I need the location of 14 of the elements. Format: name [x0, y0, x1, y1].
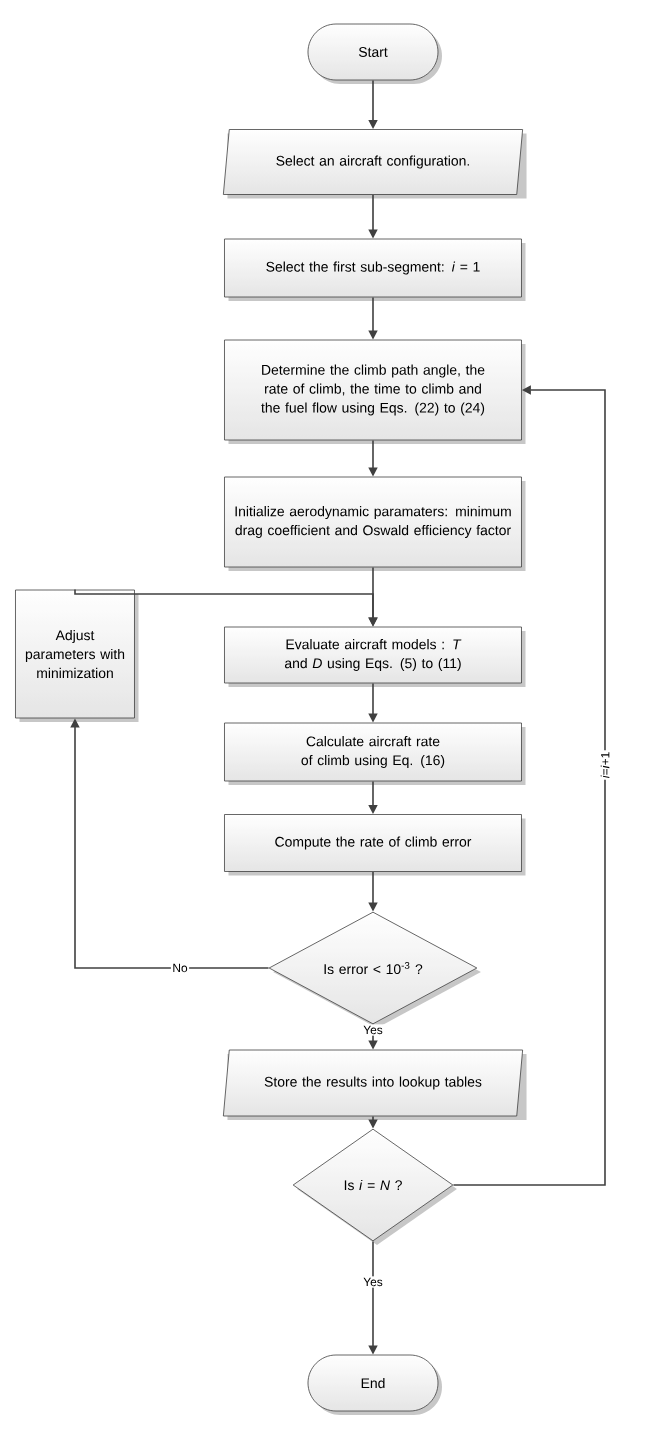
io-parallelogram: Select an aircraft configuration.: [222, 129, 527, 199]
io-parallelogram: Store the results into lookup tables: [222, 1049, 527, 1120]
process-box: Select the first sub-segment: i = 1: [224, 238, 526, 301]
process-box: Calculate aircraft rate of climb using Eq. (16): [224, 722, 526, 785]
edge-label: Yes: [361, 1276, 385, 1288]
arrow: [452, 385, 606, 1186]
edge-label: Yes: [361, 1024, 385, 1036]
process-box: Adjust parameters with minimization: [15, 589, 139, 722]
process-box: Compute the rate of climb error: [224, 814, 526, 876]
edge-label: i=i+1: [599, 750, 611, 780]
process-box: Initialize aerodynamic paramaters: minimum drag coefficient and Oswald efficiency factor: [224, 476, 526, 571]
edge-label: No: [170, 962, 190, 974]
process-box: Determine the climb path angle, the rate of climb, the time to climb and the fuel flow using Eqs. (22) to (24): [224, 339, 526, 444]
process-box: Evaluate aircraft models : T and D using Eqs. (5) to (11): [224, 626, 526, 687]
